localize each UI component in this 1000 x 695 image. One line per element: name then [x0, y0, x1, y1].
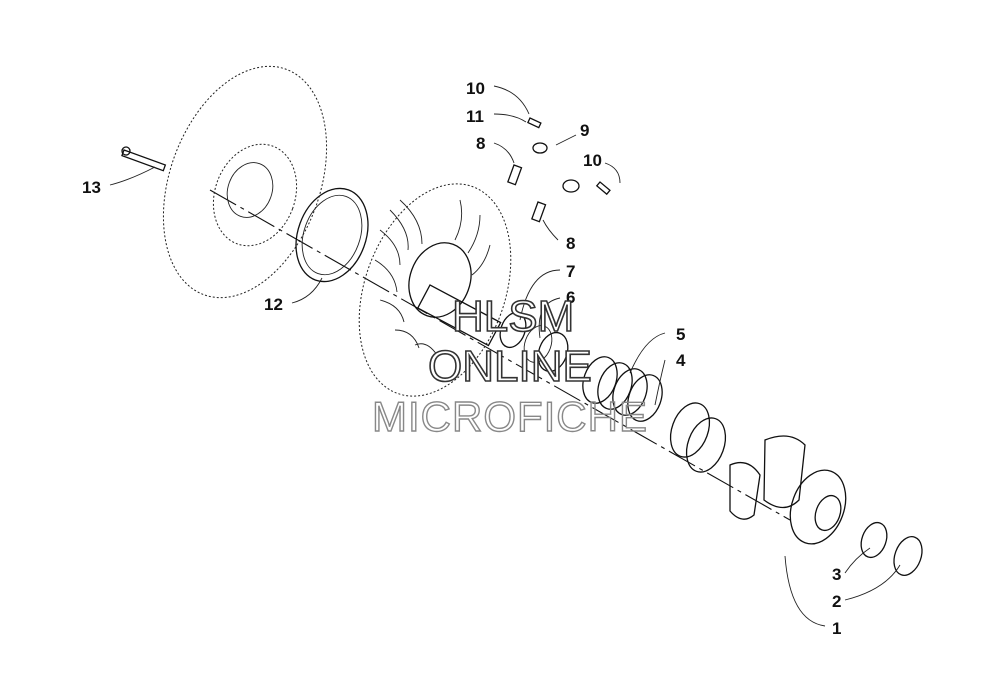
callout-9: 9 — [580, 121, 589, 140]
bushing-part — [499, 311, 569, 373]
gasket-ring-part — [295, 187, 369, 283]
fixed-sheave — [358, 183, 512, 397]
callout-2: 2 — [832, 592, 841, 611]
callout-8-lower: 8 — [566, 234, 575, 253]
callout-labels: 13 12 10 11 8 9 10 8 7 6 5 4 3 2 1 — [82, 79, 841, 638]
callout-6: 6 — [566, 288, 575, 307]
snap-ring-parts — [860, 521, 923, 576]
moveable-sheave — [162, 65, 328, 299]
callout-10-right: 10 — [583, 151, 602, 170]
center-axis — [209, 189, 791, 521]
pin-and-weight-parts — [507, 117, 611, 223]
leader-lines — [109, 85, 901, 627]
callout-11: 11 — [466, 107, 484, 126]
callout-4: 4 — [676, 351, 686, 370]
callout-3: 3 — [832, 565, 841, 584]
callout-8-top: 8 — [476, 134, 485, 153]
callout-10-top: 10 — [466, 79, 485, 98]
callout-12: 12 — [264, 295, 283, 314]
washer-parts — [669, 402, 727, 473]
callout-1: 1 — [832, 619, 841, 638]
bolt-part — [121, 146, 167, 172]
spider-cover-part — [729, 435, 847, 545]
watermark: HLSM ONLINE MICROFICHE — [371, 291, 648, 441]
spring-part — [582, 356, 663, 422]
callout-5: 5 — [676, 325, 685, 344]
watermark-line-2: ONLINE — [428, 342, 592, 391]
callout-7: 7 — [566, 262, 575, 281]
watermark-line-1: HLSM — [452, 292, 574, 341]
watermark-line-3: MICROFICHE — [372, 393, 648, 440]
callout-13: 13 — [82, 178, 101, 197]
